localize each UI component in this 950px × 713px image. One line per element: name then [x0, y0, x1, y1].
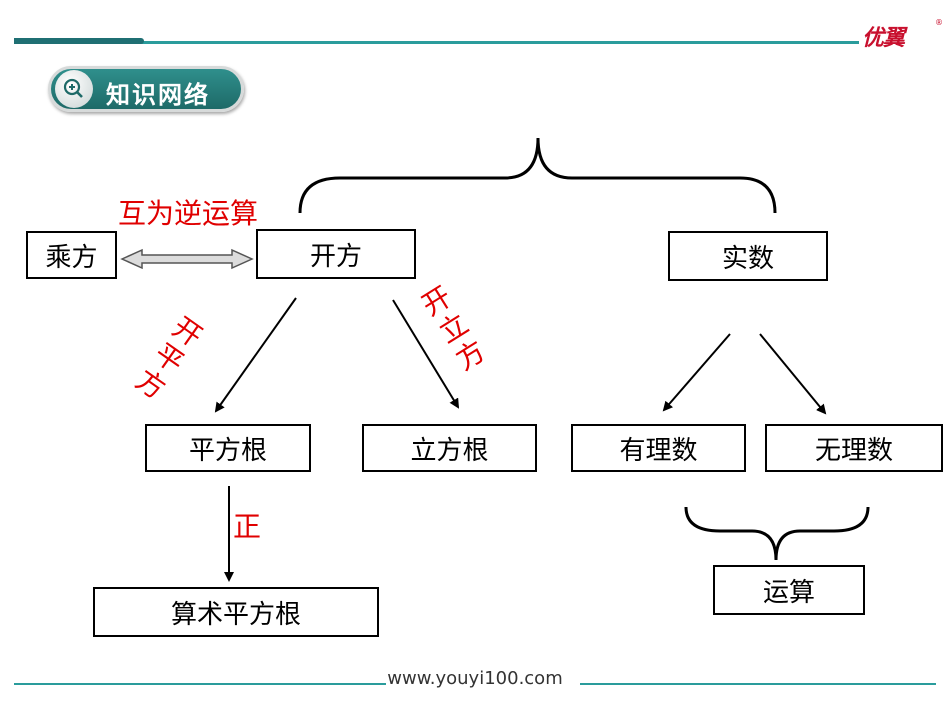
footer-rule-left [14, 683, 386, 685]
box-irrational: 无理数 [765, 424, 943, 472]
box-operations: 运算 [713, 565, 865, 615]
box-rational: 有理数 [571, 424, 746, 472]
box-arithmetic-sqrt: 算术平方根 [93, 587, 379, 637]
arrow-to-irrational [759, 333, 827, 415]
brand-logo: 优翼 [862, 26, 905, 51]
registered-mark: ® [935, 18, 943, 27]
footer-rule-right [580, 683, 936, 685]
header-rule-accent [14, 38, 144, 44]
inverse-operation-label: 互为逆运算 [118, 197, 259, 230]
footer-url[interactable]: www.youyi100.com [387, 668, 563, 689]
arrow-to-cube-root [392, 299, 460, 409]
zoom-icon [55, 70, 93, 108]
brace-bottom [684, 506, 870, 561]
box-power: 乘方 [26, 231, 117, 279]
arrow-to-rational [662, 333, 731, 412]
section-title: 知识网络 [106, 81, 210, 109]
box-real-numbers: 实数 [668, 231, 828, 281]
positive-label: 正 [233, 510, 262, 543]
arrow-to-square-root [214, 297, 297, 413]
box-square-root: 平方根 [145, 424, 311, 472]
brace-top [298, 137, 777, 214]
box-cube-root: 立方根 [362, 424, 537, 472]
box-root-extraction: 开方 [256, 229, 416, 279]
header-rule [14, 41, 859, 44]
double-arrow [120, 248, 254, 270]
